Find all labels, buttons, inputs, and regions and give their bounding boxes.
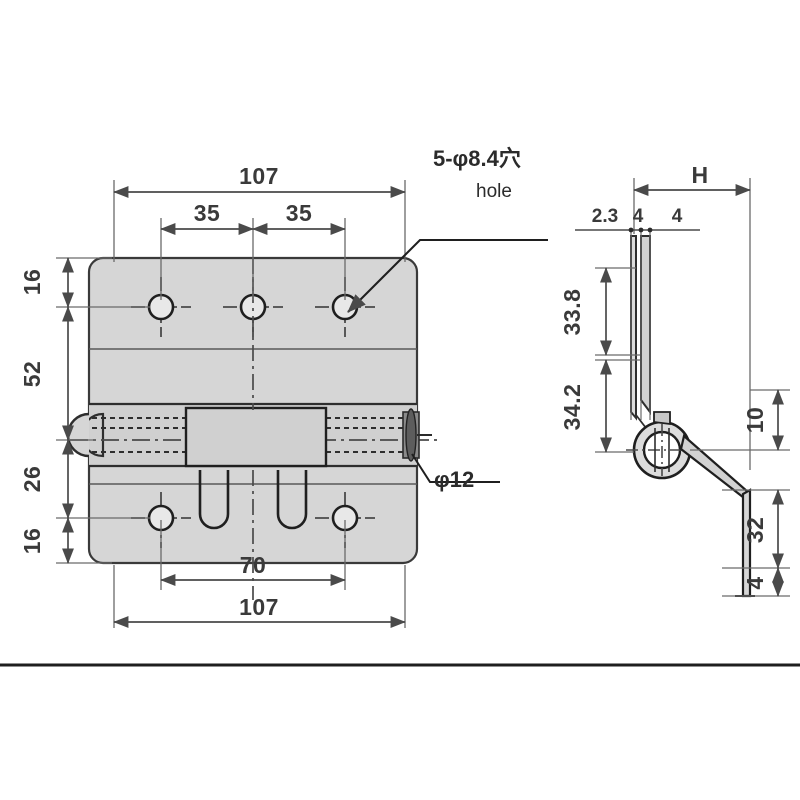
- dim-10-label: 10: [742, 407, 768, 434]
- dim-32-label: 32: [742, 517, 768, 544]
- dim-34p2-label: 34.2: [559, 384, 585, 431]
- side-leaf-jog: [635, 414, 647, 429]
- slot-left: [198, 470, 230, 530]
- hole-note-main: 5-φ8.4穴: [433, 146, 521, 171]
- bottom-hole-group: [131, 258, 375, 600]
- dim-2p3-label: 2.3: [592, 206, 618, 227]
- dim-4a-label: 4: [633, 206, 644, 227]
- side-upper-leaf-inner: [630, 235, 637, 421]
- dim-33p8-label: 33.8: [559, 289, 585, 336]
- side-upper-leaf-outer: [640, 235, 651, 415]
- side-knuckle-tab: [653, 411, 671, 426]
- top-hole-group: [131, 277, 375, 337]
- hole-callout: 5-φ8.4穴 hole: [347, 146, 548, 313]
- dim-tick-c: [647, 227, 653, 233]
- dim-tick-b: [638, 227, 644, 233]
- dim-70-label: 70: [240, 552, 267, 578]
- dim-52-label: 52: [19, 361, 45, 388]
- dim-H-label: H: [691, 162, 708, 188]
- pin-diameter-label: φ12: [434, 467, 474, 492]
- dim-16-bottom-label: 16: [19, 528, 45, 555]
- slot-right: [276, 470, 308, 530]
- front-view-dimensions: 107 35 35 16 52 26 16 70 107: [19, 163, 406, 628]
- dim-107-top-label: 107: [239, 163, 279, 189]
- front-view: [66, 256, 440, 600]
- pin-diameter-callout: φ12: [411, 453, 500, 492]
- knuckle-center-block: [184, 406, 328, 468]
- callout-leader-line: [347, 238, 548, 313]
- dim-4b-label: 4: [672, 206, 683, 227]
- dim-107-bottom-label: 107: [239, 594, 279, 620]
- hole-note-sub: hole: [476, 181, 512, 202]
- pin-end: [405, 408, 417, 462]
- hole-bottom-right: [315, 492, 375, 548]
- dim-16-top-label: 16: [19, 269, 45, 296]
- dim-26-label: 26: [19, 466, 45, 493]
- side-view-dimensions: H 2.3 4 4 33.8 34.2 10 32: [559, 162, 790, 597]
- dim-35-left-label: 35: [194, 200, 221, 226]
- dim-4-foot-label: 4: [742, 576, 768, 589]
- pin-callout-leader: [411, 453, 500, 483]
- dim-35-right-label: 35: [286, 200, 313, 226]
- dim-tick-a: [628, 227, 634, 233]
